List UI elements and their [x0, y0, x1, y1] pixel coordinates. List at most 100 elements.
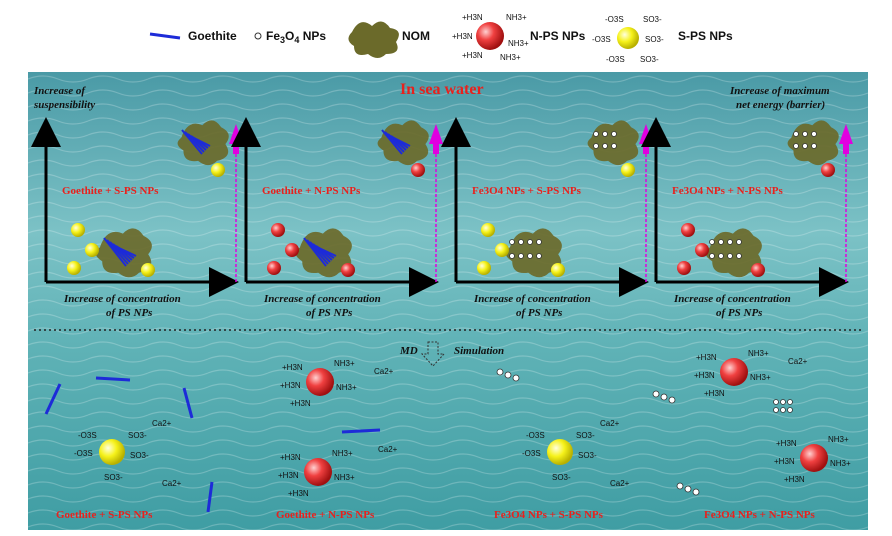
nom-aggregate [787, 120, 839, 166]
fe3o4-particle [793, 143, 799, 149]
fe3o4-particle [527, 239, 533, 245]
legend-nps-nh3-1: NH3+ [506, 13, 527, 22]
legend-nps-h3n-3: +H3N [462, 51, 483, 60]
sps-particle [547, 439, 573, 465]
fe3o4-particle [811, 131, 817, 137]
simulation-label: Simulation [454, 345, 504, 357]
nps-particle [677, 261, 691, 275]
sea-waves [28, 72, 868, 530]
goethite-rod [381, 129, 403, 155]
ion-nh3: NH3+ [334, 473, 355, 482]
nps-particle [681, 223, 695, 237]
panel-label: Goethite + N-PS NPs [262, 185, 361, 197]
goethite-rod [118, 247, 137, 257]
panel-label: Goethite + S-PS NPs [62, 185, 159, 197]
energy-arrow-stem [233, 144, 239, 154]
goethite-rod [106, 239, 129, 265]
goethite-rod [95, 376, 131, 382]
fe3o4-particle [668, 396, 676, 404]
ion-h3n: +H3N [696, 353, 717, 362]
fe3o4-particle [593, 143, 599, 149]
legend-fe3o4-mid: O [285, 29, 294, 43]
sps-particle [71, 223, 85, 237]
goethite-rod [390, 135, 409, 149]
ion-nh3: NH3+ [750, 373, 771, 382]
ion-so3: SO3- [128, 431, 147, 440]
goethite-rod [318, 247, 337, 257]
x-axis-label-line2: of PS NPs [716, 307, 762, 319]
md-arrow-icon [420, 341, 446, 367]
fe3o4-particle [802, 131, 808, 137]
ion-h3n: +H3N [694, 371, 715, 380]
ion-ca: Ca2+ [600, 419, 620, 428]
legend-nps-nh3-2: NH3+ [508, 39, 529, 48]
fe3o4-particle [709, 253, 715, 259]
ion-so3: SO3- [552, 473, 571, 482]
md-snapshot-label: Goethite + N-PS NPs [276, 509, 375, 521]
goethite-rod [44, 383, 62, 415]
ion-ca: Ca2+ [378, 445, 398, 454]
legend-sps-so3-1: SO3- [643, 15, 662, 24]
nps-particle [267, 261, 281, 275]
ion-h3n: +H3N [776, 439, 797, 448]
fe3o4-particle [773, 407, 779, 413]
ion-h3n: +H3N [282, 363, 303, 372]
fe3o4-particle [593, 131, 599, 137]
nps-particle [411, 163, 425, 177]
ion-h3n: +H3N [278, 471, 299, 480]
energy-label-line1: Increase of maximum [729, 85, 830, 97]
ion-o3s: -O3S [74, 449, 93, 458]
energy-arrow-stem [843, 144, 849, 154]
sps-particle [481, 223, 495, 237]
fe3o4-particle [709, 239, 715, 245]
fe3o4-particle [611, 143, 617, 149]
fe3o4-particle [811, 143, 817, 149]
fe3o4-particle [527, 253, 533, 259]
sps-particle [477, 261, 491, 275]
nps-particle [695, 243, 709, 257]
legend-fe3o4-suffix: NPs [299, 29, 326, 43]
md-snapshot-label: Fe3O4 NPs + S-PS NPs [494, 509, 604, 521]
nps-particle [304, 458, 332, 486]
goethite-rod [193, 137, 211, 147]
ion-nh3: NH3+ [336, 383, 357, 392]
ion-ca: Ca2+ [374, 367, 394, 376]
x-axis-label-line2: of PS NPs [516, 307, 562, 319]
ion-ca: Ca2+ [610, 479, 630, 488]
nom-aggregate [587, 120, 639, 166]
panel-label: Fe3O4 NPs + N-PS NPs [672, 185, 783, 197]
fe3o4-particle [727, 239, 733, 245]
fe3o4-particle [780, 407, 786, 413]
ion-o3s: -O3S [522, 449, 541, 458]
legend-sps-label: S-PS NPs [678, 29, 733, 43]
x-axis-label-line1: Increase of concentration [673, 293, 791, 305]
legend-nps-h3n-1: +H3N [462, 13, 483, 22]
nps-particle [800, 444, 828, 472]
ion-h3n: +H3N [290, 399, 311, 408]
legend-sps: -O3S SO3- -O3S SO3- -O3S SO3- S-PS NPs [592, 15, 733, 64]
goethite-rod [303, 237, 327, 267]
goethite-rod [393, 137, 411, 147]
legend-nps-h3n-2: +H3N [452, 32, 473, 41]
ion-h3n: +H3N [280, 453, 301, 462]
energy-arrow-stem [643, 144, 649, 154]
fe3o4-particle [736, 239, 742, 245]
goethite-rod [206, 481, 214, 513]
y-axis-label-line2: suspensibility [33, 99, 95, 111]
md-snapshot-label: Goethite + S-PS NPs [56, 509, 153, 521]
nps-particle [341, 263, 355, 277]
fe3o4-particle [509, 239, 515, 245]
fe3o4-particle [512, 374, 520, 382]
x-axis-label-line2: of PS NPs [306, 307, 352, 319]
fe3o4-particle [787, 407, 793, 413]
nps-sphere-icon [476, 22, 504, 50]
goethite-rod [103, 237, 127, 267]
fe3o4-particle [602, 131, 608, 137]
ion-o3s: -O3S [526, 431, 545, 440]
fe3o4-particle [611, 131, 617, 137]
